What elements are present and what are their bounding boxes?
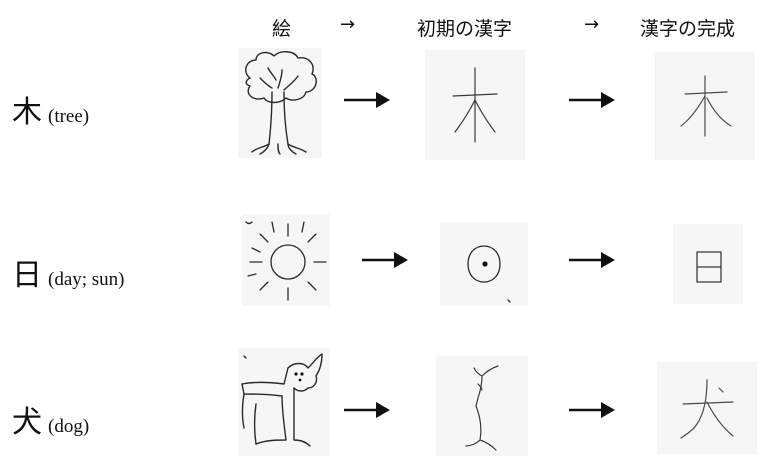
row-label-dog: 犬 (dog) — [12, 397, 89, 441]
header-arrow-2: → — [584, 14, 600, 35]
row-label-sun: 日 (day; sun) — [12, 250, 125, 294]
kanji-inu-icon — [657, 362, 757, 454]
early-sun-glyph-icon — [440, 222, 528, 306]
row-kanji: 日 — [12, 258, 42, 293]
row-gloss: (day; sun) — [48, 269, 125, 290]
row-kanji: 木 — [12, 95, 42, 130]
early-tree-glyph-icon — [425, 50, 525, 160]
row-label-tree: 木 (tree) — [12, 87, 89, 131]
early-dog-glyph-icon — [436, 356, 528, 456]
header-arrow-1: → — [340, 14, 356, 35]
kanji-ki-icon — [655, 52, 755, 160]
arrow-right-icon — [360, 248, 410, 272]
arrow-right-icon — [567, 398, 617, 422]
header-early-kanji: 初期の漢字 — [417, 18, 513, 40]
header-picture: 絵 — [272, 18, 292, 40]
row-kanji: 犬 — [12, 405, 42, 440]
row-gloss: (dog) — [48, 416, 90, 437]
header-complete-kanji: 漢字の完成 — [640, 18, 736, 40]
tree-drawing-icon — [238, 48, 322, 158]
arrow-right-icon — [342, 88, 392, 112]
sun-drawing-icon — [242, 214, 330, 306]
dog-drawing-icon — [238, 348, 330, 456]
arrow-right-icon — [342, 398, 392, 422]
arrow-right-icon — [567, 88, 617, 112]
row-gloss: (tree) — [48, 106, 90, 127]
arrow-right-icon — [567, 248, 617, 272]
kanji-hi-icon — [673, 224, 743, 304]
